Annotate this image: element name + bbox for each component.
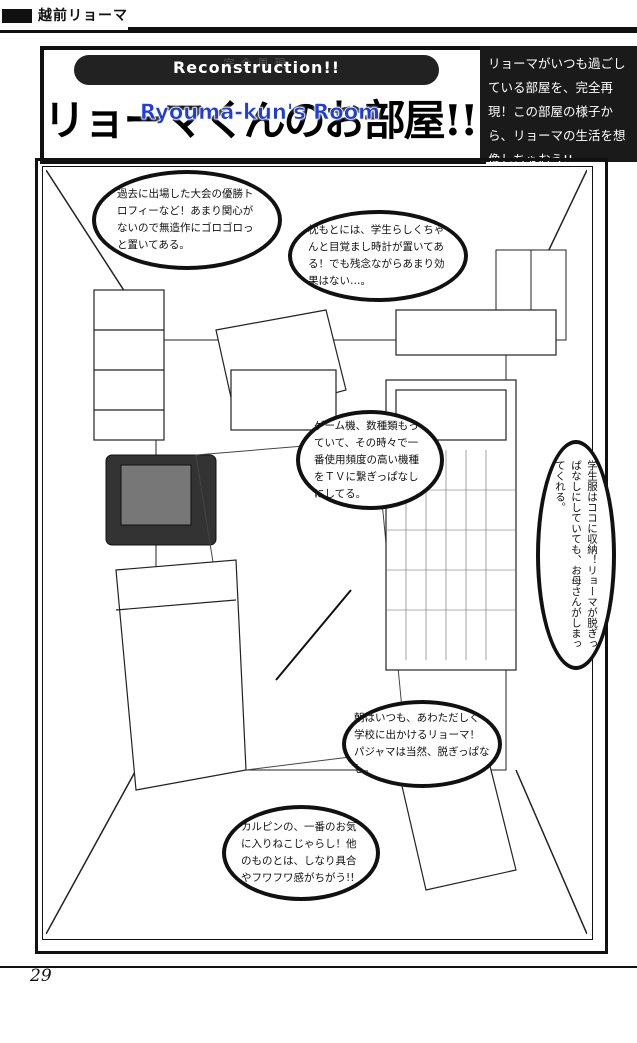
badge-ghost-text: 完全再現 <box>223 57 292 70</box>
caption-uniform-text: 学生服はココに収納！リョーマが脱ぎっぱなしにしていても、お母さんがしまってくれる… <box>554 460 598 649</box>
caption-pillow-text: 枕もとには、学生らしくちゃんと目覚まし時計が置いてある！でも残念ながらあまり効果… <box>308 224 445 287</box>
caption-karupin-text: カルピンの、一番のお気に入りねこじゃらし！他のものとは、しなり具合やフワフワ感が… <box>241 821 357 884</box>
header-marker <box>2 9 32 23</box>
page-number: 29 <box>30 966 52 986</box>
caption-game-text: ゲーム機、数種類もっていて、その時々で一番使用頻度の高い機種をＴＶに繋ぎっぱなし… <box>314 419 419 500</box>
page-title-overlay: Ryouma-kun's Room <box>139 100 381 125</box>
desk <box>215 309 347 431</box>
caption-game: ゲーム機、数種類もっていて、その時々で一番使用頻度の高い機種をＴＶに繋ぎっぱなし… <box>296 410 444 510</box>
trophy-shelf <box>93 289 165 441</box>
caption-trophy-text: 過去に出場した大会の優勝トロフィーなど！あまり関心がないので無造作にゴロゴロっと… <box>117 188 254 251</box>
tv <box>105 454 217 546</box>
caption-pajama: 朝はいつも、あわただしく学校に出かけるリョーマ！パジャマは当然、脱ぎっぱなし。 <box>342 700 502 788</box>
wall-edge-bl <box>46 769 137 934</box>
reconstruction-badge <box>74 55 439 85</box>
caption-uniform: 学生服はココに収納！リョーマが脱ぎっぱなしにしていても、お母さんがしまってくれる… <box>536 440 616 670</box>
header-rule <box>0 27 637 33</box>
caption-pajama-text: 朝はいつも、あわただしく学校に出かけるリョーマ！パジャマは当然、脱ぎっぱなし。 <box>354 712 490 775</box>
series-label: 越前リョーマ <box>38 8 128 24</box>
caption-trophy: 過去に出場した大会の優勝トロフィーなど！あまり関心がないので無造作にゴロゴロっと… <box>92 170 282 270</box>
intro-box <box>480 46 637 162</box>
cat-toy <box>275 589 352 681</box>
caption-karupin: カルピンの、一番のお気に入りねこじゃらし！他のものとは、しなり具合やフワフワ感が… <box>222 805 380 901</box>
badge-text: Reconstruction!! <box>172 58 341 77</box>
wall-edge-br <box>515 769 587 934</box>
page-title: リョーマくんのお部屋!! <box>43 96 479 145</box>
headboard-shelf <box>395 309 557 356</box>
room-illustration <box>46 170 587 934</box>
caption-pillow: 枕もとには、学生らしくちゃんと目覚まし時計が置いてある！でも残念ながらあまり効果… <box>288 210 468 302</box>
intro-text: リョーマがいつも過ごしている部屋を、完全再現！この部屋の様子から、リョーマの生活… <box>488 56 626 167</box>
footer-rule <box>0 966 637 968</box>
closet <box>115 559 247 791</box>
